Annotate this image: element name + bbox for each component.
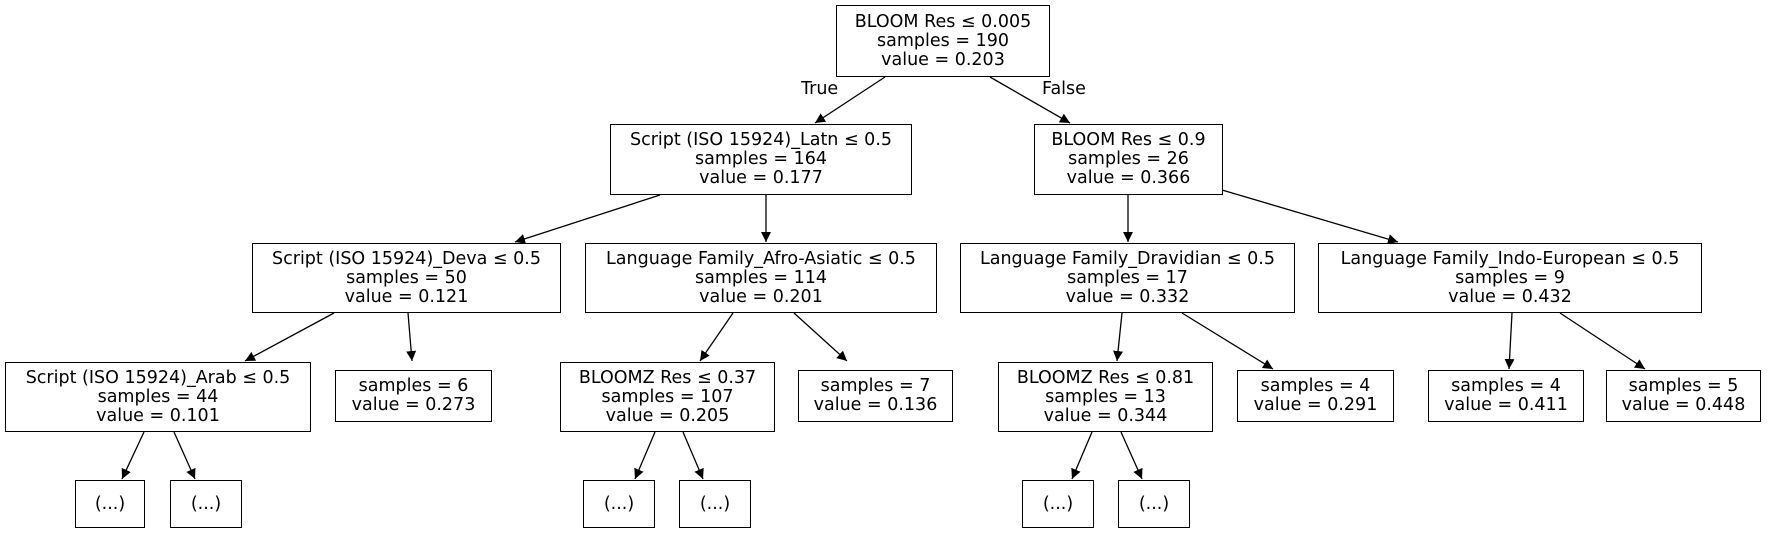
ellipsis-label: (...) (603, 493, 635, 514)
node-condition: BLOOM Res ≤ 0.9 (1051, 130, 1206, 150)
ellipsis-label: (...) (190, 493, 222, 514)
node-condition: BLOOM Res ≤ 0.005 (854, 11, 1032, 32)
node-value: value = 0.411 (1444, 395, 1568, 415)
node-value: value = 0.121 (344, 286, 469, 307)
node-samples: samples = 4 (1451, 376, 1561, 396)
tree-edge (634, 431, 656, 480)
node-value: value = 0.432 (1448, 286, 1572, 307)
node-samples: samples = 13 (1045, 386, 1166, 407)
tree-edge (244, 312, 335, 362)
tree-edge (793, 312, 848, 362)
node-latn-split: Script (ISO 15924)_Latn ≤ 0.5 samples = … (610, 124, 912, 195)
node-condition: Language Family_Dravidian ≤ 0.5 (979, 248, 1275, 269)
node-samples: samples = 164 (695, 149, 827, 169)
node-value: value = 0.101 (96, 405, 220, 426)
node-samples: samples = 17 (1067, 267, 1188, 288)
ellipsis-label: (...) (699, 493, 731, 514)
ellipsis-node: (...) (75, 480, 145, 528)
node-arab-split: Script (ISO 15924)_Arab ≤ 0.5 samples = … (5, 362, 311, 432)
leaf-node: samples = 4 value = 0.411 (1428, 370, 1584, 422)
tree-edge (1071, 431, 1093, 480)
tree-edge (1559, 312, 1646, 370)
node-value: value = 0.201 (699, 286, 823, 307)
node-samples: samples = 50 (346, 267, 467, 288)
node-value: value = 0.136 (813, 395, 938, 415)
tree-edge (699, 312, 734, 362)
node-deva-split: Script (ISO 15924)_Deva ≤ 0.5 samples = … (252, 243, 561, 313)
tree-edge (121, 431, 145, 480)
node-bloom-res-split: BLOOM Res ≤ 0.9 samples = 26 value = 0.3… (1034, 124, 1223, 195)
ellipsis-label: (...) (1138, 493, 1170, 514)
node-samples: samples = 44 (97, 386, 219, 407)
edge-label-true: True (801, 79, 839, 99)
node-samples: samples = 4 (1260, 376, 1371, 396)
node-bloomz-res-split: BLOOMZ Res ≤ 0.37 samples = 107 value = … (560, 362, 775, 432)
node-condition: Script (ISO 15924)_Arab ≤ 0.5 (25, 367, 291, 388)
leaf-node: samples = 4 value = 0.291 (1237, 370, 1394, 422)
node-value: value = 0.177 (699, 168, 823, 188)
node-value: value = 0.448 (1621, 395, 1746, 415)
node-condition: Language Family_Indo-European ≤ 0.5 (1340, 248, 1680, 269)
leaf-node: samples = 5 value = 0.448 (1606, 370, 1761, 422)
node-condition: Language Family_Afro-Asiatic ≤ 0.5 (606, 248, 916, 269)
node-condition: BLOOMZ Res ≤ 0.37 (578, 367, 757, 388)
node-samples: samples = 114 (695, 267, 827, 288)
tree-edge (1113, 312, 1124, 362)
ellipsis-node: (...) (170, 480, 242, 528)
edge-label-false: False (1042, 79, 1086, 99)
node-value: value = 0.344 (1043, 405, 1168, 426)
ellipsis-node: (...) (1022, 480, 1094, 528)
node-samples: samples = 107 (601, 386, 734, 407)
node-value: value = 0.203 (881, 49, 1005, 70)
ellipsis-node: (...) (583, 480, 655, 528)
tree-edge (173, 431, 196, 480)
tree-edge (989, 76, 1071, 124)
leaf-node: samples = 7 value = 0.136 (798, 370, 953, 422)
ellipsis-label: (...) (1042, 493, 1074, 514)
tree-edge (814, 76, 886, 124)
leaf-node: samples = 6 value = 0.273 (335, 370, 492, 422)
node-samples: samples = 26 (1068, 149, 1189, 169)
node-dravidian-split: Language Family_Dravidian ≤ 0.5 samples … (960, 243, 1295, 313)
ellipsis-node: (...) (1118, 480, 1190, 528)
ellipsis-label: (...) (94, 493, 126, 514)
tree-edge (514, 194, 661, 244)
node-afro-asiatic-split: Language Family_Afro-Asiatic ≤ 0.5 sampl… (585, 243, 937, 313)
node-bloomz-res-split: BLOOMZ Res ≤ 0.81 samples = 13 value = 0… (998, 362, 1213, 432)
node-value: value = 0.291 (1253, 395, 1378, 415)
node-condition: Script (ISO 15924)_Latn ≤ 0.5 (629, 130, 893, 150)
root-node: BLOOM Res ≤ 0.005 samples = 190 value = … (836, 5, 1050, 77)
node-condition: BLOOMZ Res ≤ 0.81 (1016, 367, 1195, 388)
node-value: value = 0.205 (605, 405, 730, 426)
node-samples: samples = 7 (820, 376, 931, 396)
tree-edge (1120, 431, 1143, 480)
node-value: value = 0.273 (351, 395, 476, 415)
tree-edge (406, 312, 417, 362)
tree-edge (1504, 312, 1515, 370)
tree-edge (1221, 189, 1399, 244)
node-samples: samples = 6 (358, 376, 469, 396)
ellipsis-node: (...) (679, 480, 751, 528)
node-indo-european-split: Language Family_Indo-European ≤ 0.5 samp… (1318, 243, 1702, 313)
node-samples: samples = 9 (1455, 267, 1565, 288)
tree-edge (1181, 312, 1274, 370)
node-samples: samples = 190 (877, 30, 1009, 51)
tree-edge (682, 431, 704, 480)
node-samples: samples = 5 (1628, 376, 1739, 396)
node-value: value = 0.366 (1066, 168, 1191, 188)
node-value: value = 0.332 (1065, 286, 1190, 307)
node-condition: Script (ISO 15924)_Deva ≤ 0.5 (272, 248, 541, 269)
